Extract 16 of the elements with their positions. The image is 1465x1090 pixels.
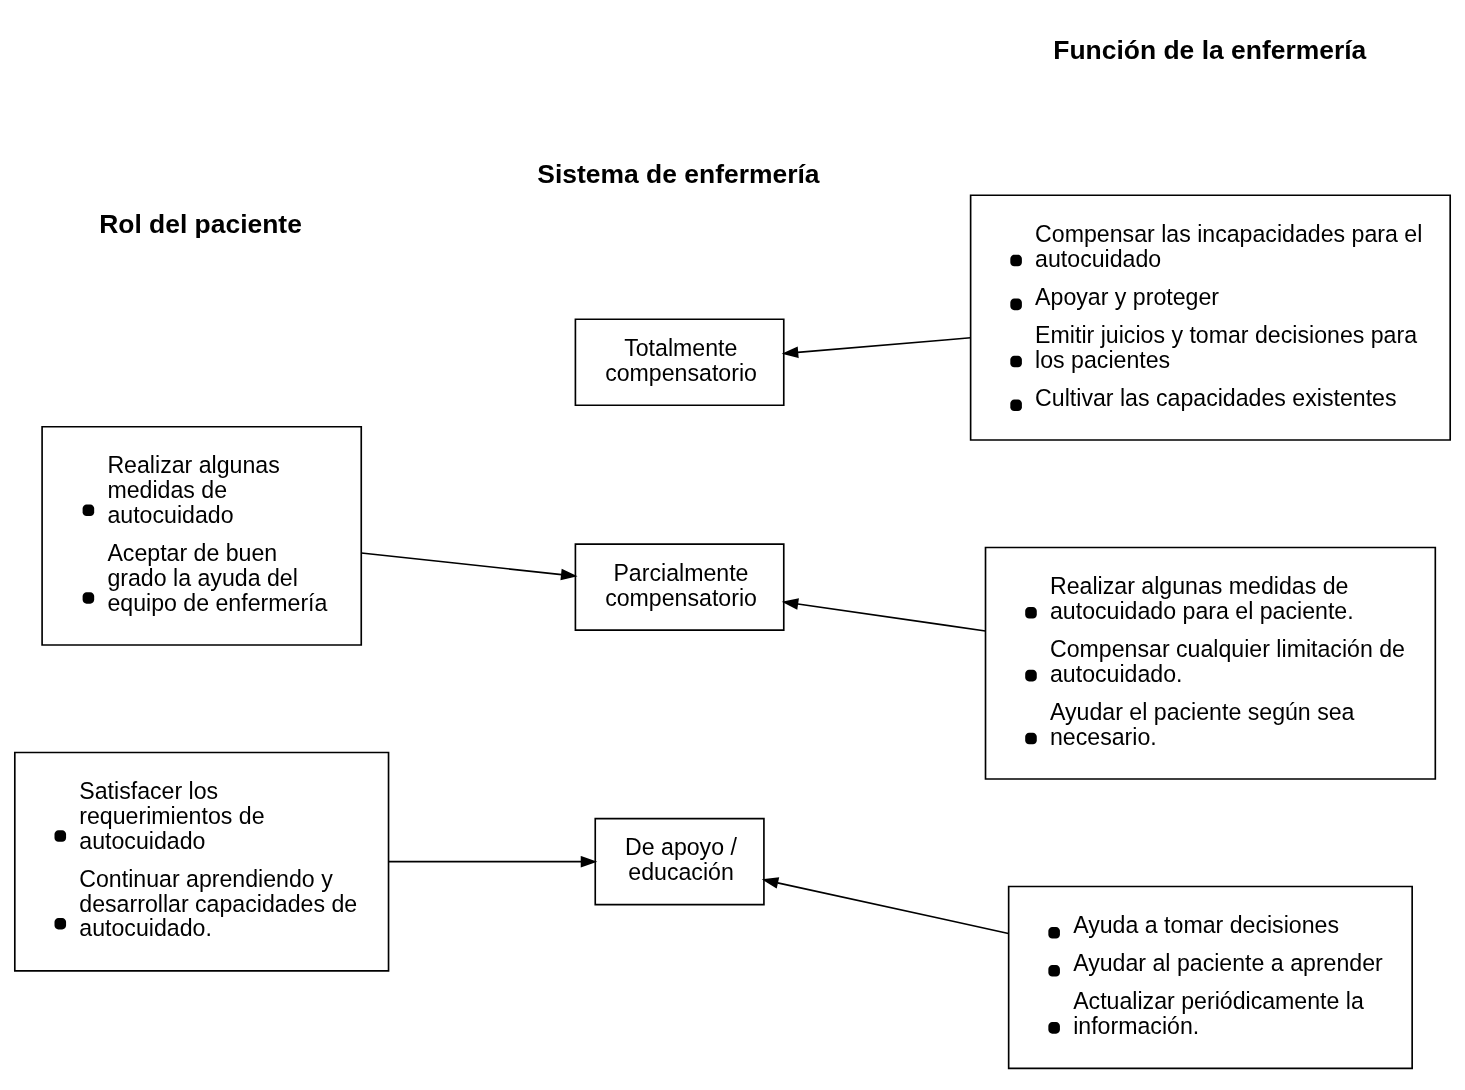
- label: Rol del paciente: [99, 208, 302, 239]
- node-box: Parcialmente compensatorio: [574, 543, 785, 631]
- arrow: [761, 877, 1010, 935]
- node-box: Ayuda a tomar decisiones Ayudar al paciente a aprender Actualizar periódicamente la información.: [1007, 885, 1413, 1070]
- label: Sistema de enfermería: [537, 159, 820, 190]
- node-box: Totalmente compensatorio: [574, 318, 785, 407]
- node-box: Satisfacer los requerimientos de autocuidado Continuar aprendiendo y desarrollar capacidades de autocuidado.: [14, 751, 390, 972]
- node-box: Compensar las incapacidades para el autocuidado Apoyar y proteger Emitir juicios y tomar decisiones para los pacientes Cultivar las capacidades existentes: [969, 194, 1451, 441]
- node-box: Realizar algunas medidas de autocuidado Aceptar de buen grado la ayuda del equipo de enfermería: [41, 425, 363, 646]
- arrow: [781, 336, 972, 359]
- arrow: [360, 552, 578, 581]
- arrow: [781, 598, 987, 632]
- arrow: [388, 855, 598, 868]
- node-box: De apoyo / educación: [594, 817, 765, 906]
- node-box: Realizar algunas medidas de autocuidado para el paciente. Compensar cualquier limitación de autocuidado. Ayudar el paciente según sea necesario.: [984, 546, 1437, 780]
- label: Función de la enfermería: [1053, 35, 1367, 66]
